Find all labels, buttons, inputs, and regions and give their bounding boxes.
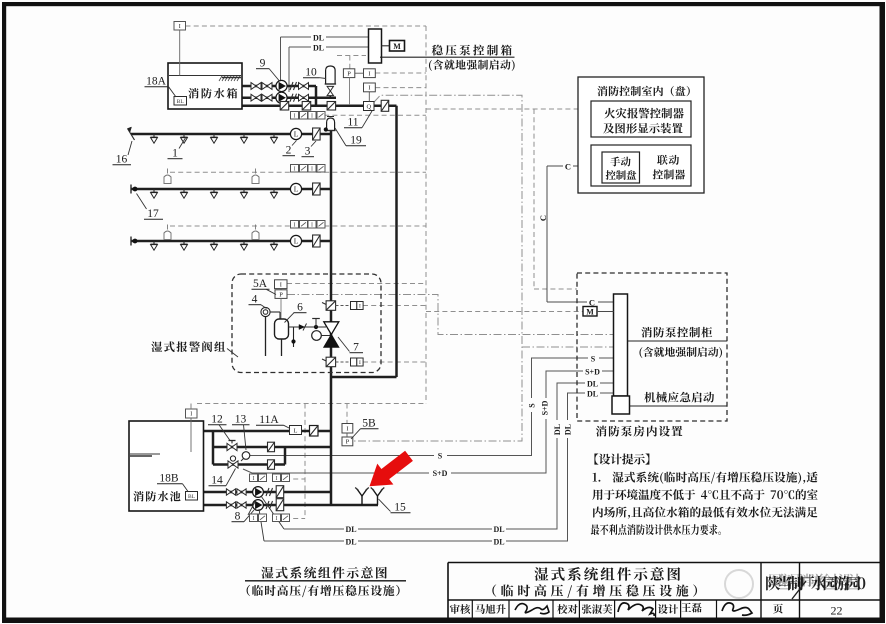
svg-text:1: 1	[172, 148, 178, 160]
svg-text:BL: BL	[177, 99, 185, 105]
svg-text:I: I	[276, 516, 278, 522]
svg-text:L: L	[294, 237, 299, 246]
svg-text:C: C	[538, 215, 548, 221]
svg-text:I: I	[294, 113, 296, 119]
svg-text:I: I	[359, 360, 361, 366]
svg-text:C: C	[589, 298, 595, 308]
svg-text:I: I	[311, 166, 313, 172]
svg-text:7: 7	[353, 342, 359, 354]
svg-text:M: M	[393, 42, 401, 51]
svg-text:16: 16	[116, 154, 128, 166]
svg-text:S: S	[438, 452, 443, 461]
svg-text:I: I	[253, 476, 255, 482]
svg-text:13: 13	[235, 414, 247, 426]
svg-text:L: L	[294, 130, 299, 139]
svg-text:10: 10	[305, 67, 317, 79]
svg-text:22: 22	[831, 604, 843, 618]
svg-text:I: I	[280, 282, 282, 289]
svg-text:5B: 5B	[362, 418, 376, 430]
svg-text:14: 14	[211, 475, 223, 487]
svg-text:DL: DL	[587, 380, 598, 389]
svg-text:L: L	[294, 427, 298, 434]
svg-text:11A: 11A	[259, 414, 279, 426]
svg-text:I: I	[190, 412, 192, 418]
svg-text:I: I	[253, 516, 255, 522]
svg-text:I: I	[294, 222, 296, 228]
svg-text:C: C	[565, 162, 571, 172]
svg-text:M: M	[586, 308, 594, 317]
svg-text:I: I	[359, 304, 361, 310]
svg-text:I: I	[294, 166, 296, 172]
svg-text:5A: 5A	[253, 278, 268, 290]
svg-text:I: I	[311, 222, 313, 228]
svg-text:S+D: S+D	[585, 368, 600, 377]
svg-text:BL: BL	[188, 494, 196, 500]
svg-text:I: I	[276, 476, 278, 482]
svg-text:S: S	[528, 403, 537, 408]
svg-text:6: 6	[297, 302, 303, 314]
svg-text:L: L	[294, 185, 299, 194]
svg-text:I: I	[346, 426, 348, 433]
svg-text:P: P	[346, 439, 350, 446]
svg-text:DL: DL	[345, 538, 356, 547]
svg-text:S: S	[591, 355, 596, 364]
svg-text:11: 11	[347, 117, 358, 129]
svg-text:P: P	[279, 291, 283, 298]
svg-text:15: 15	[394, 502, 406, 514]
svg-text:19: 19	[350, 135, 362, 147]
svg-text:DL: DL	[493, 525, 504, 534]
svg-text:17: 17	[147, 208, 159, 220]
svg-text:P: P	[347, 71, 351, 78]
svg-text:12: 12	[211, 414, 223, 426]
svg-text:I: I	[368, 71, 370, 78]
svg-text:DL: DL	[313, 34, 324, 43]
svg-text:I: I	[179, 24, 181, 30]
svg-text:S+D: S+D	[433, 469, 448, 478]
svg-text:DL: DL	[553, 424, 562, 435]
svg-text:9: 9	[260, 58, 266, 70]
svg-text:I: I	[368, 85, 370, 92]
svg-text:8: 8	[235, 511, 241, 523]
svg-text:S+D: S+D	[541, 400, 550, 415]
svg-text:DL: DL	[493, 538, 504, 547]
svg-text:DL: DL	[564, 424, 573, 435]
svg-text:4: 4	[252, 294, 258, 306]
svg-text:I: I	[311, 113, 313, 119]
svg-text:DL: DL	[587, 390, 598, 399]
svg-text:2: 2	[286, 145, 292, 157]
svg-text:DL: DL	[345, 525, 356, 534]
svg-text:18B: 18B	[159, 473, 179, 485]
svg-text:DL: DL	[313, 44, 324, 53]
svg-text:18A: 18A	[146, 76, 167, 88]
svg-text:Q: Q	[366, 103, 371, 110]
svg-text:3: 3	[305, 146, 311, 158]
